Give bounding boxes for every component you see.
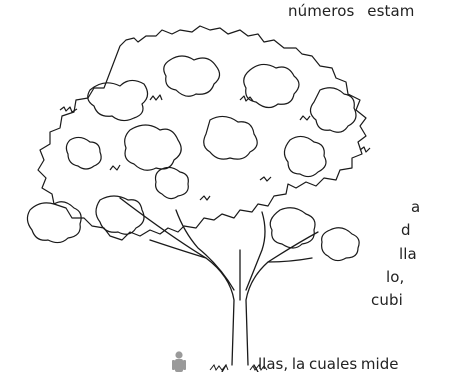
- text-line-3: d: [401, 221, 411, 239]
- text-line-6: cubi: [371, 291, 403, 309]
- person-silhouette: [172, 351, 186, 372]
- text-line-1: números estam: [288, 2, 415, 20]
- text-line-2: a: [411, 198, 421, 216]
- text-line-5: lo,: [386, 268, 405, 286]
- tree-canopy: [26, 25, 371, 262]
- text-line-4: lla: [399, 245, 417, 263]
- tree-trunk: [119, 197, 319, 372]
- text-line-7: llas, la cuales mide: [258, 355, 399, 373]
- ground: [209, 364, 268, 372]
